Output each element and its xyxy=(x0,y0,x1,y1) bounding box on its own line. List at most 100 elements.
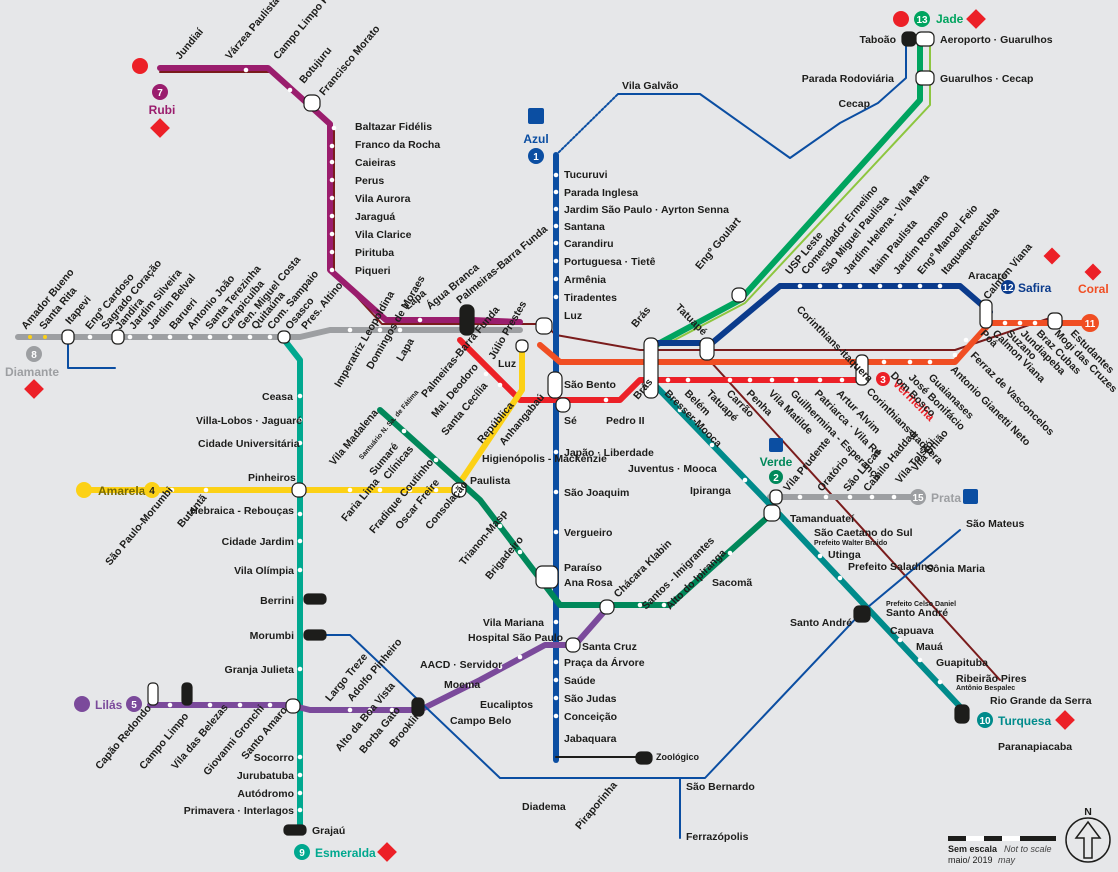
station-saude[interactable]: Saúde xyxy=(564,675,596,687)
station-conceicao[interactable]: Conceição xyxy=(564,711,617,723)
station-grajau[interactable]: Grajaú xyxy=(312,825,345,837)
station-ipiranga[interactable]: Ipiranga xyxy=(690,485,731,497)
legend-sem-escala: Sem escala xyxy=(948,844,998,854)
station-paraiso[interactable]: Paraíso xyxy=(564,562,602,574)
station-moema[interactable]: Moema xyxy=(444,679,480,691)
station-santo-andre-bus[interactable]: Santo André xyxy=(790,617,852,629)
station-rio-grande-da-serra[interactable]: Rio Grande da Serra xyxy=(990,695,1092,707)
station-portuguesa-tiete[interactable]: Portuguesa · Tietê xyxy=(564,256,656,268)
station-aeroporto-guarulhos[interactable]: Aeroporto · Guarulhos xyxy=(940,34,1053,46)
badge-turquesa: 10 Turquesa xyxy=(977,710,1075,730)
station-pirituba[interactable]: Pirituba xyxy=(355,247,394,259)
station-parada-inglesa[interactable]: Parada Inglesa xyxy=(564,187,638,199)
station-tiradentes[interactable]: Tiradentes xyxy=(564,292,617,304)
station-parada-rodoviaria[interactable]: Parada Rodoviária xyxy=(802,73,894,85)
station-ribeirao-pires[interactable]: Ribeirão Pires xyxy=(956,673,1027,685)
station-vila-olimpia[interactable]: Vila Olímpia xyxy=(234,565,294,577)
station-juventus-mooca[interactable]: Juventus · Mooca xyxy=(628,463,717,475)
station-higienopolis[interactable]: Higienópolis - Mackenzie xyxy=(482,453,607,465)
station-villa-lobos[interactable]: Villa-Lobos · Jaguaré xyxy=(196,415,302,427)
station-aacd-servidor[interactable]: AACD · Servidor xyxy=(420,659,502,671)
station-jabaquara[interactable]: Jabaquara xyxy=(564,733,617,745)
station-ana-rosa[interactable]: Ana Rosa xyxy=(564,577,613,589)
station-jurubatuba[interactable]: Jurubatuba xyxy=(237,770,294,782)
station-vila-mariana[interactable]: Vila Mariana xyxy=(483,617,544,629)
line-path-diamante xyxy=(15,327,523,340)
station-hospital-sao-paulo[interactable]: Hospital São Paulo xyxy=(468,632,563,644)
station-jaragua[interactable]: Jaraguá xyxy=(355,211,395,223)
station-vila-galvao[interactable]: Vila Galvão xyxy=(622,80,678,92)
badge-jade: 13 Jade xyxy=(893,9,986,29)
station-perus[interactable]: Perus xyxy=(355,175,384,187)
station-berrini[interactable]: Berrini xyxy=(260,595,294,607)
station-primavera-interlagos[interactable]: Primavera · Interlagos xyxy=(184,805,294,817)
station-sao-judas[interactable]: São Judas xyxy=(564,693,617,705)
station-vila-aurora[interactable]: Vila Aurora xyxy=(355,193,411,205)
station-vila-clarice[interactable]: Vila Clarice xyxy=(355,229,412,241)
station-carandiru[interactable]: Carandiru xyxy=(564,238,614,250)
station-capuava[interactable]: Capuava xyxy=(890,625,934,637)
station-sao-mateus[interactable]: São Mateus xyxy=(966,518,1025,530)
station-ceasa[interactable]: Ceasa xyxy=(262,391,293,403)
station-santo-andre[interactable]: Santo André xyxy=(886,607,948,619)
station-cidade-universitaria[interactable]: Cidade Universitária xyxy=(198,438,300,450)
station-baltazar-fidelis[interactable]: Baltazar Fidélis xyxy=(355,121,432,133)
north-label: N xyxy=(1084,806,1092,818)
station-cidade-jardim[interactable]: Cidade Jardim xyxy=(222,536,294,548)
line-path-bus-south xyxy=(319,529,961,779)
station-se[interactable]: Sé xyxy=(564,415,577,427)
badge-turquesa-number: 10 xyxy=(979,716,991,727)
station-luz-cptm[interactable]: Luz xyxy=(498,358,516,370)
station-campo-belo[interactable]: Campo Belo xyxy=(450,715,511,727)
station-granja-julieta[interactable]: Granja Julieta xyxy=(225,664,295,676)
station-guapituba[interactable]: Guapituba xyxy=(936,657,988,669)
station-diadema[interactable]: Diadema xyxy=(522,801,566,813)
station-praca-da-arvore[interactable]: Praça da Árvore xyxy=(564,656,645,669)
station-franco-da-rocha[interactable]: Franco da Rocha xyxy=(355,139,440,151)
station-taboao[interactable]: Taboão xyxy=(859,34,896,46)
station-japao-liberdade[interactable]: Japão · Liberdade xyxy=(564,447,654,459)
station-tucuruvi[interactable]: Tucuruvi xyxy=(564,169,608,181)
station-utinga[interactable]: Utinga xyxy=(828,549,861,561)
station-jardim-sao-paulo[interactable]: Jardim São Paulo · Ayrton Senna xyxy=(564,204,729,216)
station-paranapiacaba[interactable]: Paranapiacaba xyxy=(998,741,1072,753)
station-hebraica-reboucas[interactable]: Hebraica - Rebouças xyxy=(190,505,294,517)
station-piqueri[interactable]: Piqueri xyxy=(355,265,391,277)
station-sao-caetano[interactable]: São Caetano do Sul xyxy=(814,527,913,539)
station-pedro-ii[interactable]: Pedro II xyxy=(606,415,645,427)
station-autodromo[interactable]: Autódromo xyxy=(237,788,294,800)
station-caieiras[interactable]: Caieiras xyxy=(355,157,396,169)
station-ferrazopolis[interactable]: Ferrazópolis xyxy=(686,831,749,843)
metro-logo-icon xyxy=(769,438,783,452)
station-sonia-maria[interactable]: Sônia Maria xyxy=(926,563,985,575)
station-pinheiros[interactable]: Pinheiros xyxy=(248,472,296,484)
station-cecap[interactable]: Cecap xyxy=(838,98,870,110)
line-path-vermelha xyxy=(457,337,865,403)
station-armenia[interactable]: Armênia xyxy=(564,274,606,286)
station-guarulhos-cecap[interactable]: Guarulhos · Cecap xyxy=(940,73,1033,85)
line-path-esmeralda xyxy=(279,334,303,833)
station-zoologico[interactable]: Zoológico xyxy=(656,752,699,762)
station-socorro[interactable]: Socorro xyxy=(254,752,294,764)
station-vergueiro[interactable]: Vergueiro xyxy=(564,527,612,539)
station-sao-joaquim[interactable]: São Joaquim xyxy=(564,487,629,499)
station-eucaliptos[interactable]: Eucaliptos xyxy=(480,699,533,711)
station-santana[interactable]: Santana xyxy=(564,221,605,233)
station-paulista[interactable]: Paulista xyxy=(470,475,510,487)
station-aracare[interactable]: Aracaré xyxy=(968,270,1007,282)
station-prefeito-saladino[interactable]: Prefeito Saladino xyxy=(848,561,934,573)
station-morumbi[interactable]: Morumbi xyxy=(250,630,294,642)
station-sao-bernardo[interactable]: São Bernardo xyxy=(686,781,755,793)
station-luz[interactable]: Luz xyxy=(564,310,582,322)
station-sacoma[interactable]: Sacomã xyxy=(712,577,752,589)
station-santo-andre-sub: Prefeito Celso Daniel xyxy=(886,601,956,608)
badge-coral: Coral 11 xyxy=(1078,263,1109,332)
badge-verde-name: Verde xyxy=(760,455,793,469)
station-tamanduatei[interactable]: Tamanduateí xyxy=(790,513,855,525)
station-sao-bento[interactable]: São Bento xyxy=(564,379,616,391)
station-santa-cruz[interactable]: Santa Cruz xyxy=(582,641,637,653)
cptm-logo-icon xyxy=(377,842,397,862)
station-maua[interactable]: Mauá xyxy=(916,641,943,653)
badge-amarela-name: Amarela xyxy=(98,484,146,498)
